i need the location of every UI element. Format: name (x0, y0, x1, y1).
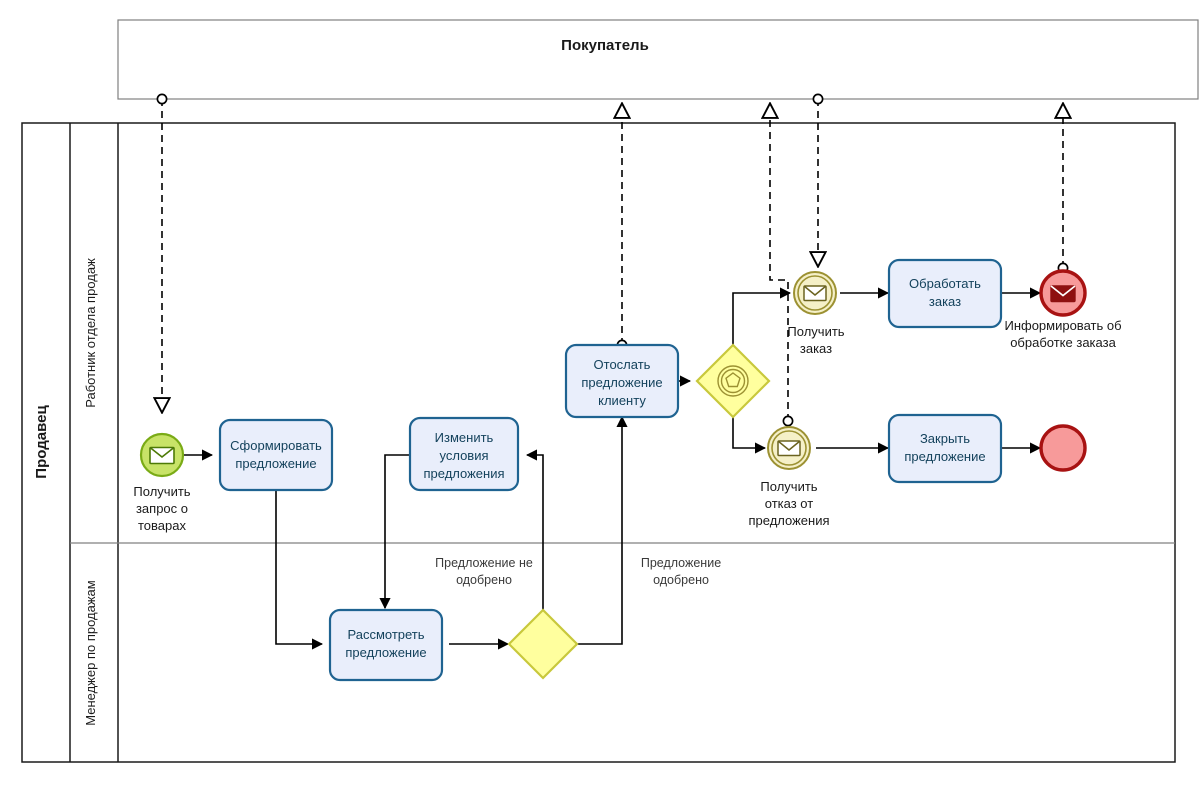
task-send-offer-label-1: Отослать (594, 357, 651, 372)
event-end-plain[interactable] (1039, 424, 1087, 472)
task-review-offer[interactable]: Рассмотреть предложение (328, 608, 444, 682)
event-end-inform-label-1: Информировать об (1004, 318, 1121, 333)
event-catch-order-label-2: заказ (800, 341, 832, 356)
envelope-icon (149, 446, 175, 465)
lane-title-sales-worker: Работник отдела продаж (83, 258, 98, 408)
flow-change-to-review (379, 454, 412, 610)
envelope-icon (1050, 285, 1076, 303)
task-create-offer[interactable]: Сформировать предложение (218, 418, 334, 492)
label-not-approved-1: Предложение не (435, 556, 533, 570)
flow-gateway-approved (577, 415, 628, 645)
event-start-request-label-2: запрос о (136, 501, 188, 516)
event-catch-reject-label-1: Получить (760, 479, 817, 494)
label-approved-1: Предложение (641, 556, 721, 570)
pentagon-icon (725, 372, 741, 388)
task-process-order-label-1: Обработать (909, 276, 981, 291)
lane-title-sales-manager: Менеджер по продажам (83, 580, 98, 726)
event-catch-reject-label-3: предложения (748, 513, 829, 528)
flow-create-to-review (275, 490, 324, 650)
task-change-terms-label-1: Изменить (435, 430, 494, 445)
gateway-event-based[interactable] (695, 343, 771, 419)
task-change-terms-label-3: предложения (423, 466, 504, 481)
event-end-inform-label-2: обработке заказа (1010, 335, 1116, 350)
event-start-request-label-3: товарах (138, 518, 186, 533)
task-create-offer-label-1: Сформировать (230, 438, 322, 453)
task-create-offer-label-2: предложение (235, 456, 316, 471)
task-close-offer[interactable]: Закрыть предложение (887, 413, 1003, 484)
flow-gateway-notapproved (525, 449, 544, 644)
task-process-order-label-2: заказ (929, 294, 961, 309)
task-close-offer-label-1: Закрыть (920, 431, 970, 446)
label-not-approved-2: одобрено (456, 573, 512, 587)
gateway-exclusive[interactable] (507, 608, 579, 680)
event-catch-reject-label-2: отказ от (765, 496, 813, 511)
task-change-terms-label-2: условия (439, 448, 488, 463)
task-send-offer-label-2: предложение (581, 375, 662, 390)
task-change-terms[interactable]: Изменить условия предложения (408, 416, 520, 492)
message-flows (162, 99, 1063, 421)
event-catch-order[interactable]: Получить заказ (787, 271, 845, 356)
envelope-icon (803, 285, 827, 302)
event-end-inform[interactable]: Информировать об обработке заказа (1004, 269, 1122, 350)
event-start-request-label-1: Получить (133, 484, 190, 499)
envelope-icon (777, 440, 801, 457)
task-review-offer-label-1: Рассмотреть (347, 627, 424, 642)
label-approved-2: одобрено (653, 573, 709, 587)
task-close-offer-label-2: предложение (904, 449, 985, 464)
task-review-offer-label-2: предложение (345, 645, 426, 660)
event-start-request[interactable]: Получить запрос о товарах (133, 432, 191, 533)
event-catch-reject[interactable]: Получить отказ от предложения (748, 426, 830, 528)
pool-seller-title: Продавец (33, 405, 50, 479)
task-send-offer[interactable]: Отослать предложение клиенту (564, 343, 680, 419)
task-process-order[interactable]: Обработать заказ (887, 258, 1003, 329)
flow-labels: Предложение не одобрено Предложение одоб… (435, 556, 721, 587)
pool-buyer[interactable]: Покупатель (117, 19, 1199, 100)
msgflow-reject-to-buyer (770, 104, 788, 421)
sequence-flows (183, 287, 1042, 650)
pool-buyer-title: Покупатель (561, 37, 649, 54)
event-catch-order-label-1: Получить (787, 324, 844, 339)
flow-eventgw-to-catch-reject (732, 413, 767, 454)
task-send-offer-label-3: клиенту (598, 393, 646, 408)
